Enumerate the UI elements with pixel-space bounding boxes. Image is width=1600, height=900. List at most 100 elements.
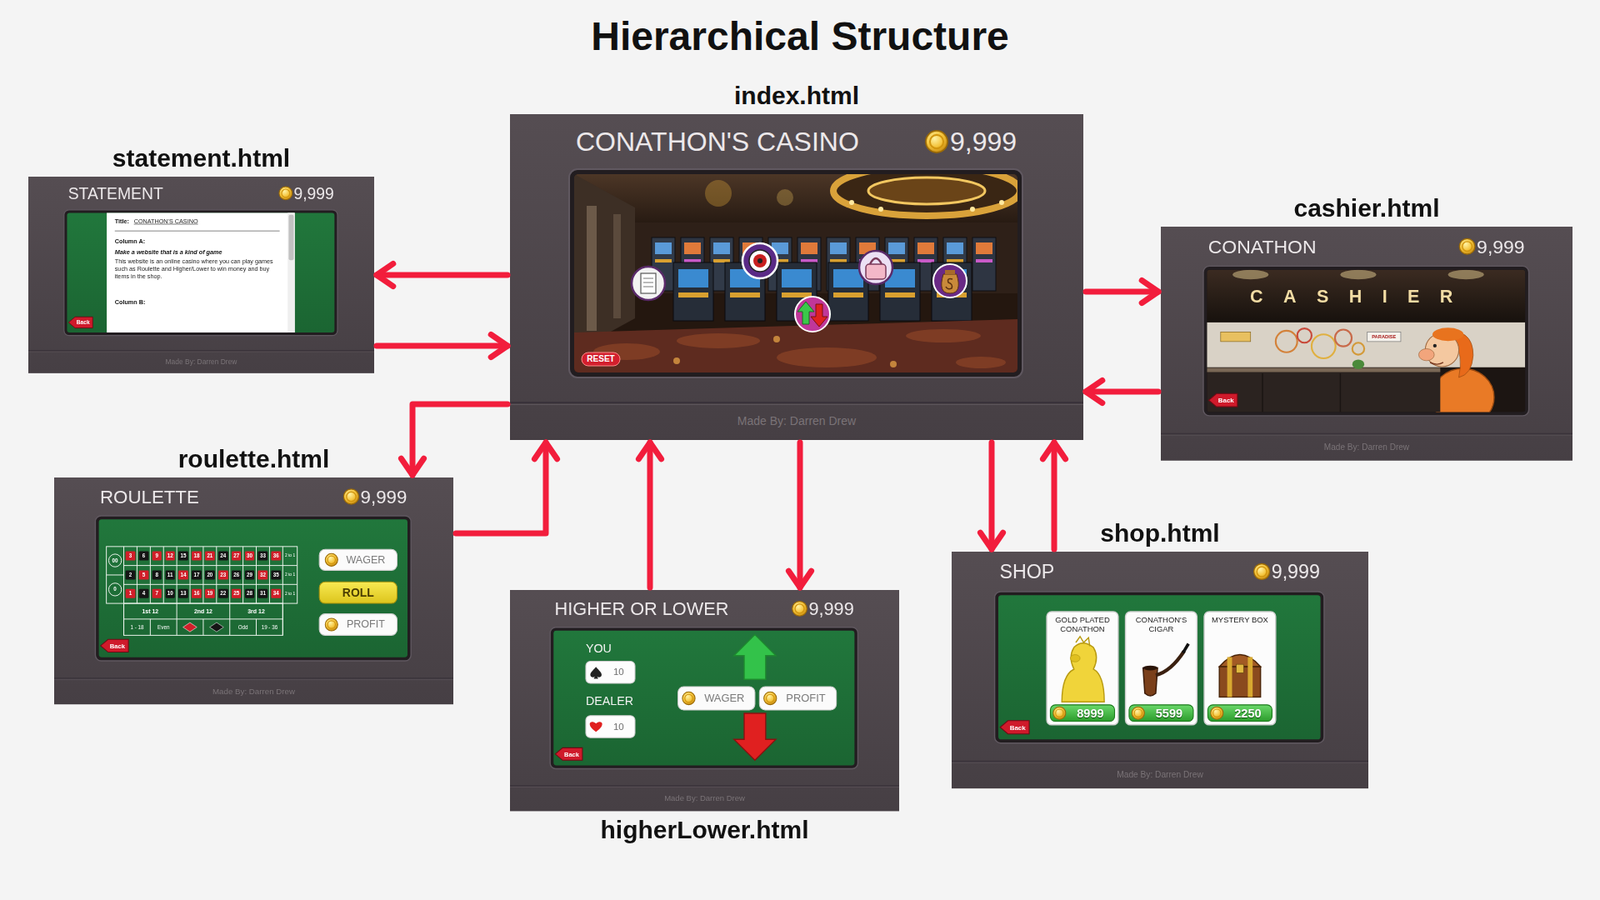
cashier-photo <box>1311 334 1336 359</box>
cashier-photo <box>1352 359 1365 369</box>
cashier-photo <box>1335 329 1352 346</box>
lower-arrow <box>734 713 776 760</box>
screen-panel: cashier.htmlCONATHON9,999Made By: Darren… <box>1160 226 1573 461</box>
arrow-line <box>455 442 546 534</box>
file-name-heading: roulette.html <box>178 444 330 475</box>
button-text: Back <box>73 317 93 327</box>
roulette-number: 5 <box>139 570 150 580</box>
arrow-connector <box>788 442 811 588</box>
higher-lower-screen-art <box>759 686 836 710</box>
arrow-connector <box>455 442 558 534</box>
roulette-screen-art <box>319 549 397 570</box>
wall-sign-letters: CASHIER <box>1250 285 1474 308</box>
shop-screen-art <box>1210 706 1224 720</box>
column-bet: 2 to 1 <box>282 571 297 579</box>
player-label: YOU <box>585 641 612 655</box>
roulette-number: 2 <box>125 570 136 580</box>
diagram-title: Hierarchical Structure <box>0 11 1600 62</box>
doc-body: This website is an online casino where y… <box>115 258 281 281</box>
roulette-number: 20 <box>205 570 215 580</box>
column-bet: 2 to 1 <box>282 590 297 597</box>
roulette-number: 11 <box>165 570 175 580</box>
dozen-bet: 1st 12 <box>124 606 178 615</box>
statement-screen-art <box>115 230 280 232</box>
reset-button: RESET <box>581 352 620 366</box>
gold-figure <box>1070 655 1080 663</box>
arrow-connector <box>376 334 508 357</box>
arrow-connector <box>1042 442 1065 550</box>
gold-figure <box>1075 636 1090 647</box>
column-bet: 2 to 1 <box>282 552 297 560</box>
gold-figure <box>1061 643 1105 702</box>
item-price: 8999 <box>1065 705 1116 722</box>
doc-heading: Column A: <box>115 238 145 246</box>
cashier-photo <box>1232 270 1269 280</box>
higher-lower-icon <box>810 304 828 327</box>
roulette-screen-art <box>319 614 397 636</box>
chest-picture <box>1236 664 1245 673</box>
dozen-bet: 3rd 12 <box>230 606 284 615</box>
arrow-head <box>788 570 811 588</box>
cashier-photo <box>1448 270 1485 280</box>
cashier-character <box>1418 348 1435 360</box>
gold-figure <box>1061 636 1105 702</box>
casino-photo <box>849 200 855 205</box>
doc-field-label: Title: <box>115 217 130 225</box>
casino-photo <box>776 347 877 368</box>
cashier-screen-art <box>1160 226 1573 461</box>
roulette-board <box>106 546 298 604</box>
cashier-photo <box>1206 270 1525 325</box>
cashier-photo <box>1340 270 1376 280</box>
shop-screen-art <box>951 551 1369 789</box>
higher-lower-screen-art <box>585 661 635 684</box>
arrow-line <box>989 442 995 550</box>
back-button: Back <box>73 317 93 327</box>
roulette-number: 27 <box>231 550 242 560</box>
roulette-number: 15 <box>178 550 189 560</box>
roulette-number: 6 <box>139 550 150 560</box>
coin-balance: 9,999 <box>360 485 408 508</box>
shop-screen-art <box>1046 611 1119 725</box>
higher-lower-icon <box>797 301 815 325</box>
roulette-number: 26 <box>231 570 242 580</box>
statement-screen-art <box>106 212 295 333</box>
arrow-head <box>376 263 394 286</box>
roulette-zero: 0 <box>107 585 123 595</box>
coin-balance: 9,999 <box>1271 560 1320 584</box>
arrow-connector <box>400 404 508 475</box>
item-price: 2250 <box>1222 705 1274 722</box>
roulette-number: 24 <box>218 550 229 560</box>
wager-button: WAGER <box>319 549 397 570</box>
roulette-zero: 00 <box>107 555 123 565</box>
back-button: Back <box>106 640 129 652</box>
statement-screen-art <box>288 215 294 260</box>
higher-arrow <box>734 635 776 680</box>
doc-heading: Column B: <box>115 298 146 306</box>
higher-lower-screen-art <box>555 747 583 760</box>
button-text: Back <box>106 640 129 652</box>
shop-sign: PARADISE <box>1367 331 1401 341</box>
cashier-photo <box>1206 322 1525 368</box>
casino-photo <box>955 356 1006 369</box>
cashier-photo <box>1275 330 1298 353</box>
casino-photo <box>878 206 884 212</box>
arrow-head <box>1042 442 1065 460</box>
roulette-number: 10 <box>165 589 175 599</box>
roulette-number: 14 <box>178 570 189 580</box>
casino-photo <box>868 177 985 205</box>
statement-screen-art <box>28 176 375 374</box>
roulette-number: 35 <box>270 570 281 580</box>
cashier-character <box>1432 327 1464 341</box>
roulette-number: 25 <box>231 589 242 599</box>
shop-screen-art <box>951 551 1369 789</box>
roulette-number: 1 <box>125 589 136 599</box>
shop-item-card: GOLD PLATED CONATHON8999 <box>1046 611 1119 725</box>
item-name: MYSTERY BOX <box>1207 615 1272 625</box>
arrow-head <box>400 458 424 475</box>
item-name: CONATHON'S CIGAR <box>1129 615 1194 634</box>
higher-lower-screen-art <box>510 590 900 811</box>
card-value: 10 <box>605 661 633 684</box>
chest-picture <box>1219 655 1260 698</box>
roulette-number: 30 <box>245 550 255 560</box>
